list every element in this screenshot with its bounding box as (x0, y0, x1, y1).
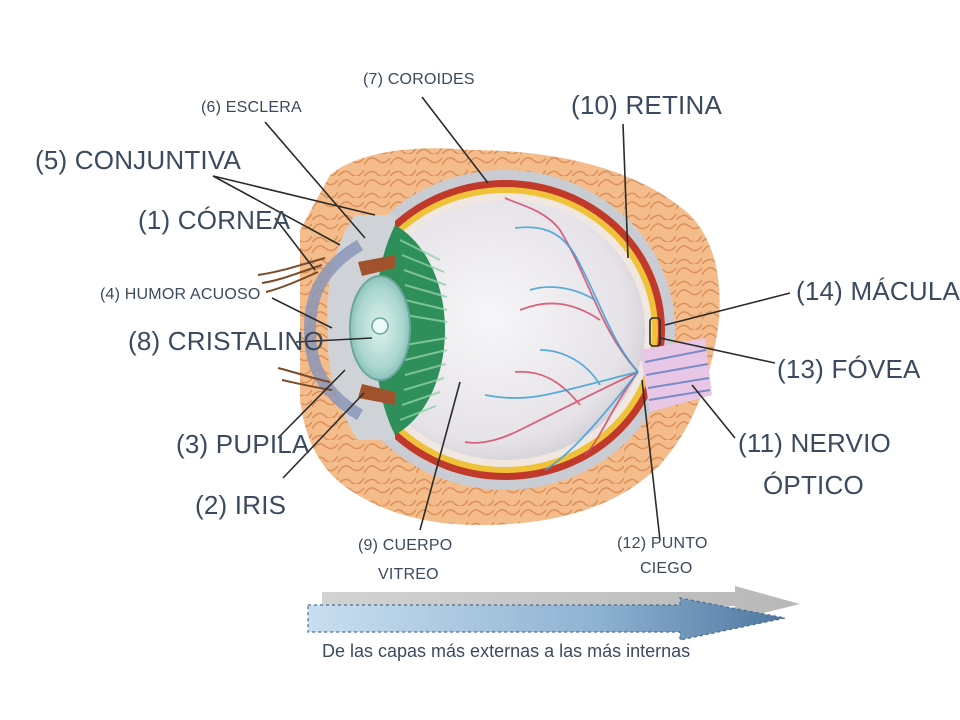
optic-nerve-fibers (644, 349, 711, 401)
label-pupila: (3) PUPILA (176, 429, 310, 459)
cornea (303, 239, 364, 421)
label-esclera: (6) ESCLERA (201, 99, 302, 116)
vitreous-body (365, 200, 645, 460)
label-punto-line2: CIEGO (640, 560, 693, 577)
label-conjuntiva: (5) CONJUNTIVA (35, 145, 241, 175)
blood-vessels-blue (484, 226, 639, 471)
iris-upper (358, 255, 395, 276)
iris-lower (358, 384, 395, 405)
label-humor-acuoso: (4) HUMOR ACUOSO (100, 286, 261, 303)
label-cristalino: (8) CRISTALINO (128, 326, 324, 356)
label-coroides: (7) COROIDES (363, 71, 475, 88)
label-nervio-line1: (11) NERVIO (738, 428, 891, 458)
ciliary-stripes (399, 239, 448, 421)
label-cornea: (1) CÓRNEA (138, 205, 291, 235)
lens-core (371, 317, 389, 335)
label-cuerpo-line2: VITREO (378, 566, 439, 583)
direction-arrow (307, 586, 800, 641)
direction-caption: De las capas más externas a las más inte… (322, 641, 691, 661)
label-nervio-line2: ÓPTICO (763, 470, 864, 500)
macula-marker (649, 317, 661, 347)
label-fovea: (13) FÓVEA (777, 354, 921, 384)
label-punto-line1: (12) PUNTO (617, 535, 708, 552)
arrow-top-band (322, 586, 800, 620)
label-retina: (10) RETINA (571, 90, 723, 120)
leader-lines (212, 96, 791, 541)
label-iris: (2) IRIS (195, 490, 287, 520)
arrow-bottom-band (307, 597, 786, 641)
label-cuerpo-line1: (9) CUERPO (358, 537, 453, 554)
label-macula: (14) MÁCULA (796, 276, 960, 306)
